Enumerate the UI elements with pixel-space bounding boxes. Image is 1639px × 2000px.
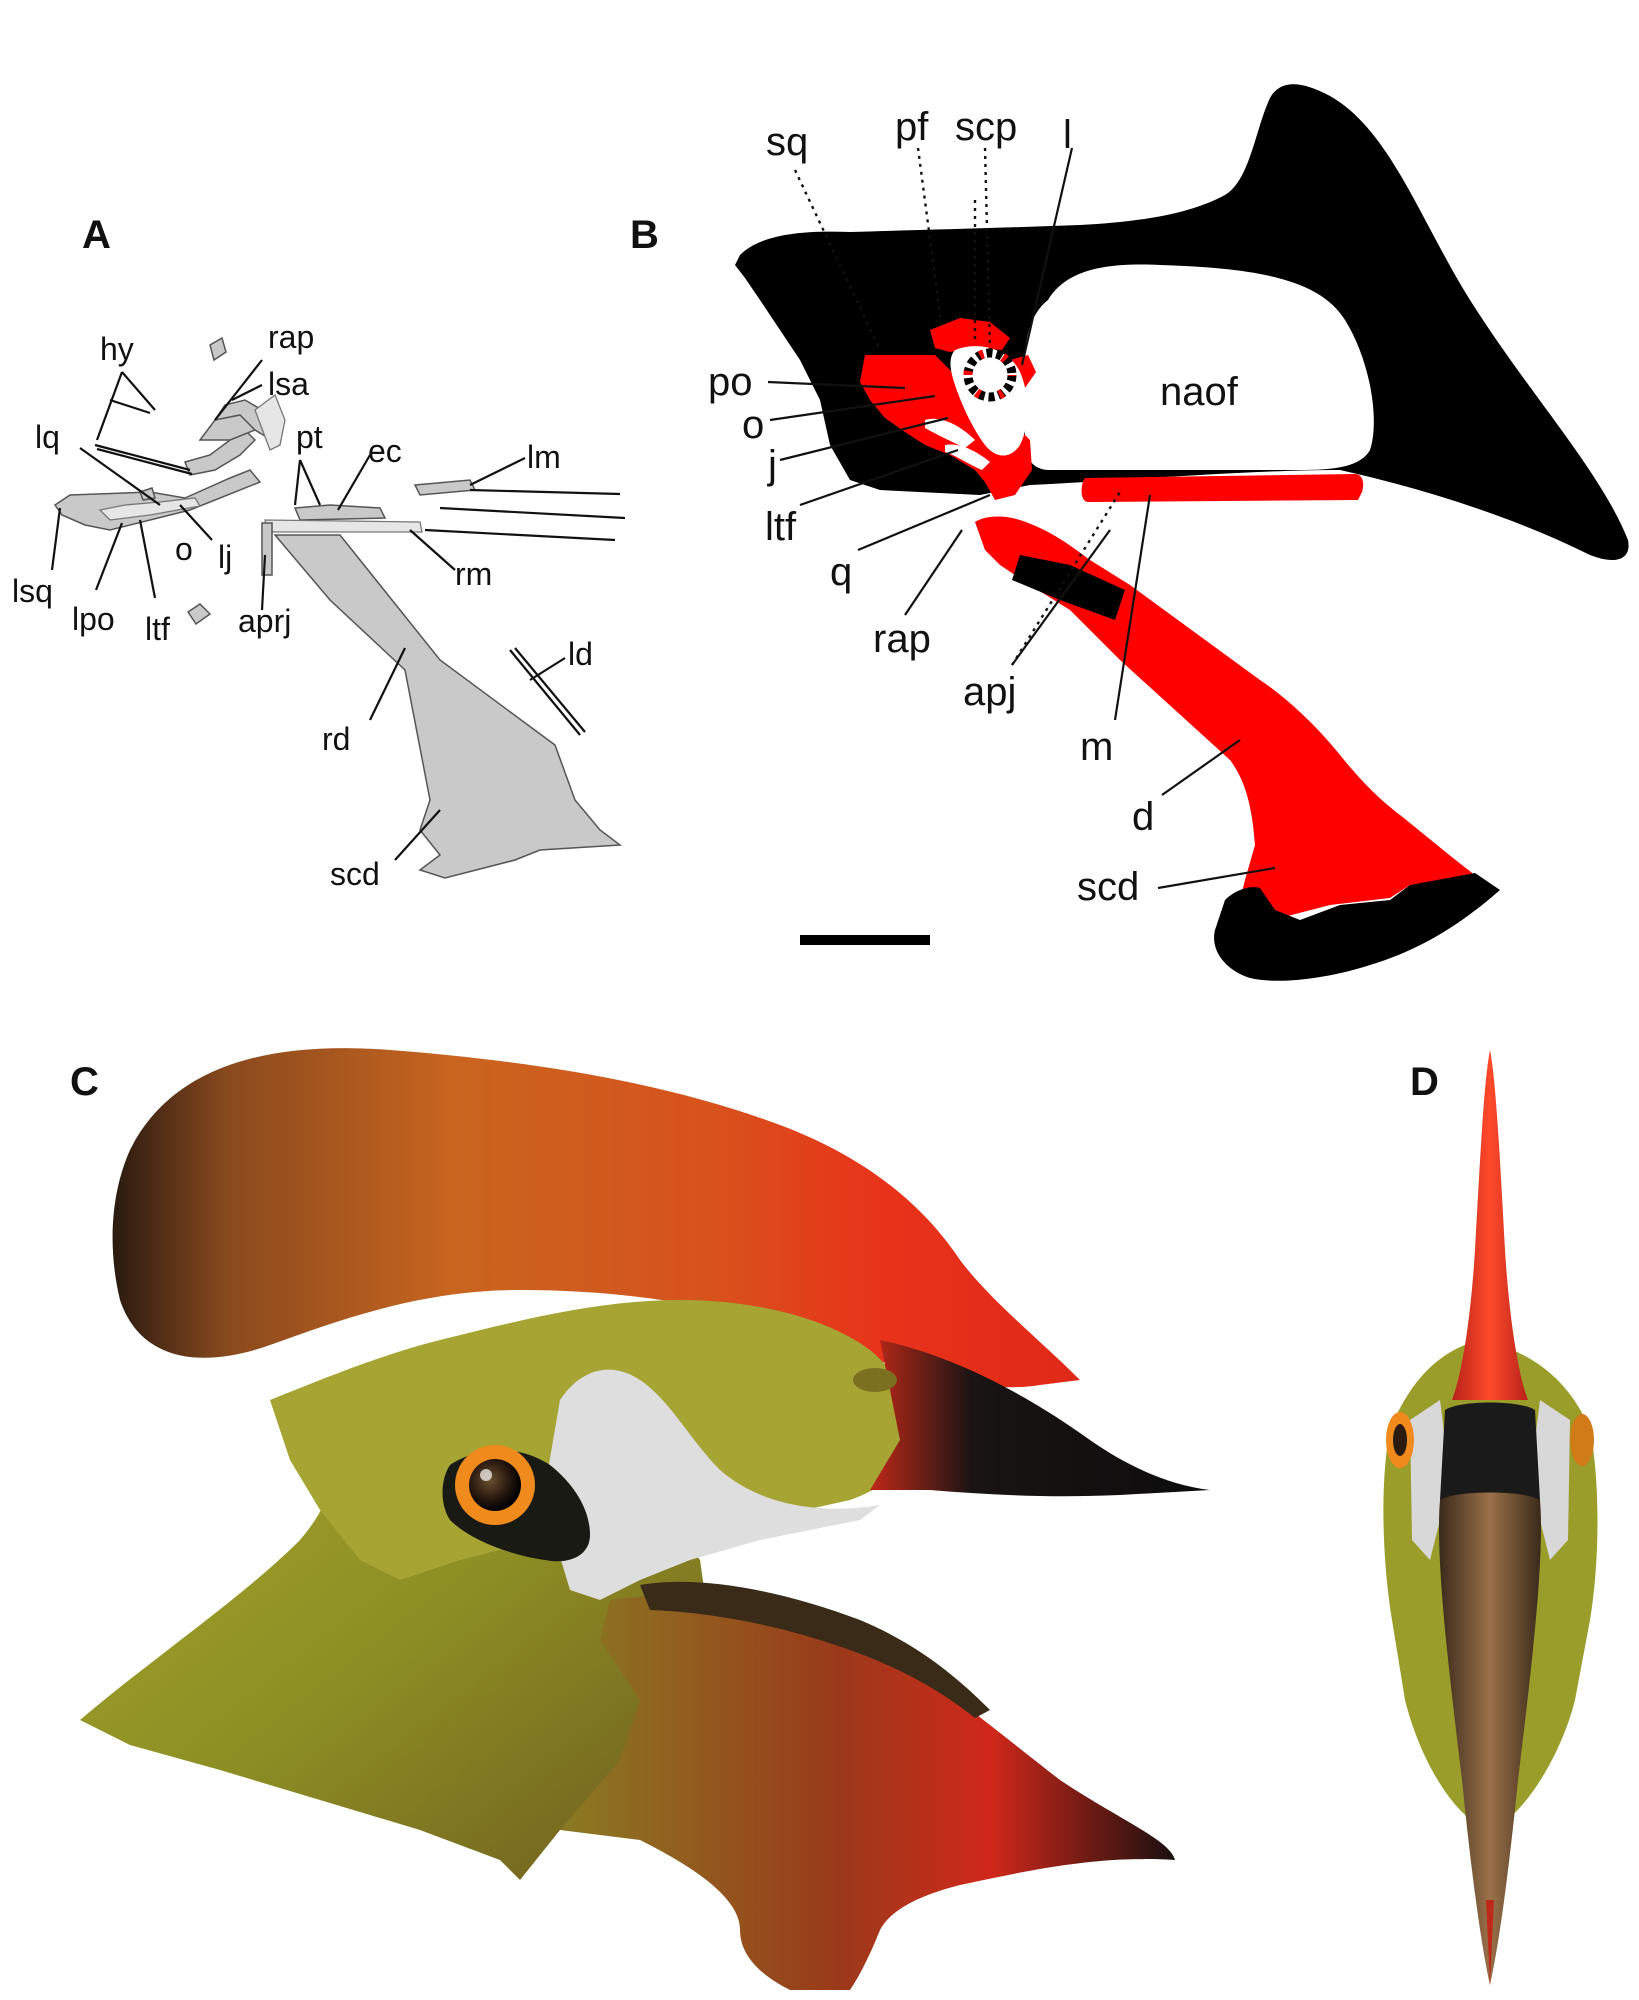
fossil-ld-edge-2: [514, 647, 586, 733]
fossil-orbit-fragment: [98, 497, 202, 521]
label-apj: apj: [963, 670, 1016, 714]
label-lsq: lsq: [12, 573, 53, 609]
fossil-pterygoid: [293, 504, 387, 521]
label-naof: naof: [1160, 370, 1239, 414]
front-beak-tip: [1486, 1900, 1494, 1985]
lower-jaw: [560, 1595, 1175, 1990]
front-crest: [1452, 1050, 1528, 1400]
label-pf: pf: [895, 105, 929, 149]
fossil-chip-2: [186, 603, 212, 626]
ltf-opening-1: [925, 418, 975, 448]
panel-b-labels: sq pf scp l po naof o j ltf q rap apj m …: [708, 105, 1239, 909]
red-maxilla: [1081, 474, 1364, 502]
label-pt: pt: [296, 419, 323, 455]
panel-c-letter: C: [70, 1060, 99, 1104]
label-ltf-b: ltf: [765, 505, 797, 549]
mouth-gap: [640, 1581, 990, 1718]
panel-a-labels: hy rap lsa lq pt ec lm o lj lsq lpo ltf …: [12, 319, 593, 892]
fossil-hyoid-1b: [96, 447, 193, 476]
sclerotic-ring: [963, 348, 1017, 402]
panel-d-letter: D: [1410, 1060, 1439, 1104]
fossil-hyoid-1: [94, 443, 191, 472]
label-lm: lm: [527, 439, 561, 475]
scale-bar: [800, 935, 930, 945]
label-m: m: [1080, 725, 1113, 769]
front-beak: [1439, 1485, 1541, 1985]
panel-b-skull: [735, 84, 1629, 981]
label-rap-b: rap: [873, 617, 931, 661]
label-l: l: [1063, 113, 1072, 157]
fossil-skull-fragment: [53, 469, 262, 531]
panel-a-letter: A: [82, 213, 111, 257]
black-symphyseal-crest: [1214, 873, 1500, 981]
fossil-maxilla-line: [469, 488, 621, 496]
label-po: po: [708, 360, 753, 404]
fossil-left-maxilla: [413, 479, 477, 496]
panel-b-leaders: [767, 147, 1276, 890]
eye-pupil: [469, 1459, 521, 1511]
eye-highlight: [480, 1469, 492, 1481]
label-scd-b: scd: [1077, 865, 1139, 909]
label-o-b: o: [742, 403, 764, 447]
label-sq: sq: [766, 120, 808, 164]
panel-a-leaders: [50, 359, 566, 861]
fossil-mandible: [273, 534, 623, 879]
front-eye-right: [1570, 1414, 1594, 1466]
label-ec: ec: [368, 433, 402, 469]
naof-opening: [1025, 264, 1374, 470]
label-ltf-a: ltf: [145, 611, 170, 647]
panel-b-letter: B: [630, 213, 659, 257]
front-pupil-left: [1393, 1424, 1407, 1456]
fossil-hyoid-2: [109, 398, 151, 415]
panel-d-illustration: [1383, 1050, 1598, 1985]
nostril: [853, 1368, 897, 1392]
label-q: q: [830, 550, 852, 594]
fossil-maxilla-line-3: [424, 528, 616, 542]
fossil-chip: [209, 336, 227, 362]
label-scp: scp: [955, 105, 1017, 149]
label-lsa: lsa: [268, 366, 309, 402]
fossil-ld-edge: [509, 649, 581, 736]
red-mandible: [975, 516, 1475, 928]
face-white-patch: [548, 1369, 880, 1600]
label-scd-a: scd: [330, 856, 380, 892]
fossil-maxilla-line-2: [439, 506, 626, 520]
label-rm: rm: [455, 556, 492, 592]
label-o-a: o: [175, 531, 193, 567]
label-rap-a: rap: [268, 319, 314, 355]
label-lq: lq: [35, 419, 60, 455]
panel-c-illustration: [80, 1048, 1210, 1990]
label-j: j: [767, 443, 777, 487]
crest: [112, 1048, 1080, 1388]
front-beak-base: [1440, 1402, 1540, 1500]
label-rd: rd: [322, 721, 350, 757]
label-lj: lj: [218, 539, 232, 575]
fossil-aprj-rod: [264, 519, 423, 533]
panel-a-fossil: [53, 336, 626, 879]
label-aprj: aprj: [238, 603, 291, 639]
fossil-chip-3: [139, 487, 156, 501]
label-hy: hy: [100, 331, 134, 367]
label-d: d: [1132, 795, 1154, 839]
fossil-jugal: [184, 429, 257, 476]
label-lpo: lpo: [72, 601, 115, 637]
upper-beak: [870, 1340, 1210, 1497]
label-ld: ld: [568, 636, 593, 672]
fossil-lsa-piece: [254, 393, 286, 451]
